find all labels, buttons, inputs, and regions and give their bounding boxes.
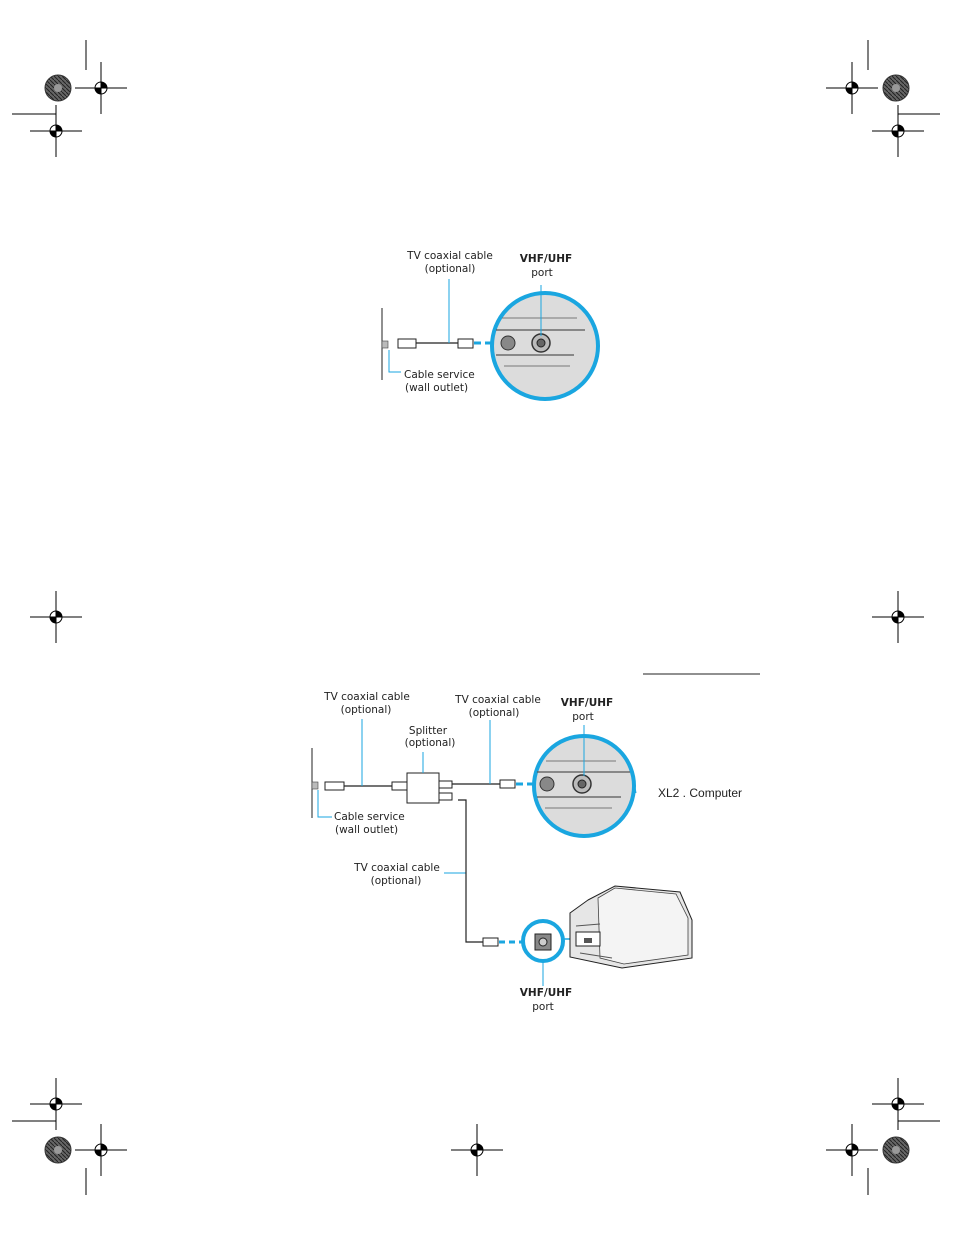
coaxial-cable bbox=[458, 800, 483, 942]
port-label-line1: VHF/UHF bbox=[520, 253, 572, 265]
registration-mark-icon bbox=[872, 1078, 924, 1130]
registration-mark-icon bbox=[826, 1124, 878, 1176]
cable-label-line2: (optional) bbox=[425, 263, 476, 275]
splitter-label-line2: (optional) bbox=[405, 737, 456, 749]
rosette-mark-icon bbox=[45, 75, 71, 101]
port-bottom-label-line2: port bbox=[532, 1001, 554, 1013]
diagram-direct-connection bbox=[382, 279, 598, 399]
outlet-label-line1: Cable service bbox=[404, 369, 475, 381]
registration-mark-icon bbox=[75, 62, 127, 114]
registration-mark-icon bbox=[30, 1078, 82, 1130]
cable-bottom-label-line1: TV coaxial cable bbox=[353, 862, 440, 874]
rosette-mark-icon bbox=[883, 75, 909, 101]
splitter-label-line1: Splitter bbox=[409, 725, 448, 737]
cable-label-line1: TV coaxial cable bbox=[406, 250, 493, 262]
rosette-mark-icon bbox=[45, 1137, 71, 1163]
port-top-label-line2: port bbox=[572, 711, 594, 723]
cable-right-label-line1: TV coaxial cable bbox=[454, 694, 541, 706]
cable-left-label-line2: (optional) bbox=[341, 704, 392, 716]
port-bottom-label-line1: VHF/UHF bbox=[520, 987, 572, 999]
port-label-line2: port bbox=[531, 267, 553, 279]
cable-right-label-line2: (optional) bbox=[469, 707, 520, 719]
wall-outlet-icon bbox=[312, 782, 318, 789]
registration-mark-icon bbox=[75, 1124, 127, 1176]
registration-mark-icon bbox=[872, 105, 924, 157]
registration-mark-icon bbox=[826, 62, 878, 114]
tv-set-icon bbox=[570, 886, 692, 968]
port-top-label-line1: VHF/UHF bbox=[561, 697, 613, 709]
registration-mark-icon bbox=[30, 105, 82, 157]
splitter-icon bbox=[407, 773, 439, 803]
cable-bottom-label-line2: (optional) bbox=[371, 875, 422, 887]
outlet-label-line2: (wall outlet) bbox=[405, 382, 468, 394]
cable-left-label-line1: TV coaxial cable bbox=[323, 691, 410, 703]
registration-mark-icon bbox=[872, 591, 924, 643]
computer-label: XL2 . Computer bbox=[658, 786, 742, 800]
outlet2-label-line1: Cable service bbox=[334, 811, 405, 823]
registration-mark-icon bbox=[451, 1124, 503, 1176]
outlet2-label-line2: (wall outlet) bbox=[335, 824, 398, 836]
printer-marks bbox=[12, 40, 940, 1195]
rosette-mark-icon bbox=[883, 1137, 909, 1163]
registration-mark-icon bbox=[30, 591, 82, 643]
wall-outlet-icon bbox=[382, 341, 388, 348]
